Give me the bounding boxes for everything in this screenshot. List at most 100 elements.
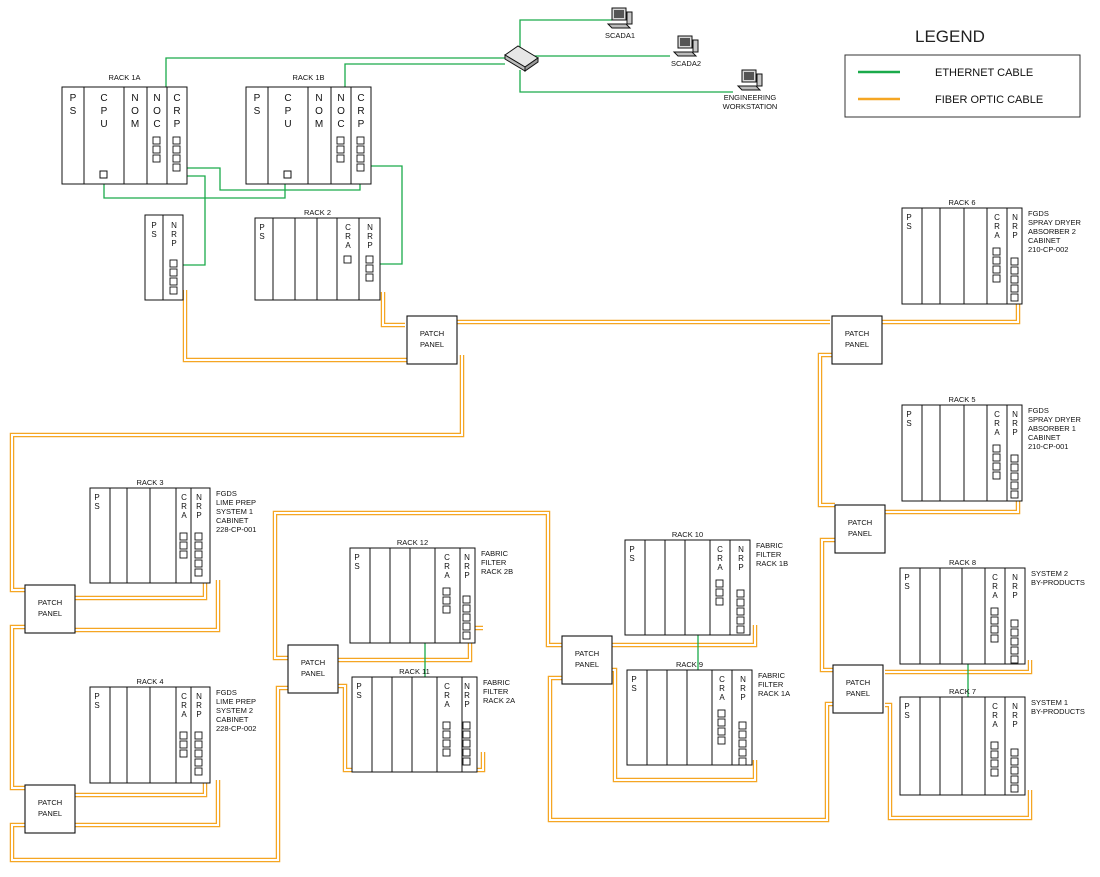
module-crp-letter: R (357, 106, 364, 117)
rack-caption: FGDS (216, 489, 237, 498)
rack-title: RACK 11 (399, 667, 430, 676)
cra-port (715, 597, 724, 606)
cra-port (990, 750, 999, 759)
module-cra-letter: C (717, 545, 723, 554)
nrp-port (1010, 646, 1019, 655)
module-ps: PS (151, 221, 156, 239)
rack-caption: FABRIC (756, 541, 784, 550)
module-ps: PS (904, 573, 909, 591)
rack-caption: LIME PREP (216, 498, 256, 507)
cra-port (992, 453, 1001, 462)
module-nrp-letter: P (1012, 231, 1017, 240)
rack-caption: RACK 1B (756, 559, 788, 568)
cra-port (990, 634, 999, 643)
module-cra: CRA (992, 573, 998, 600)
crp-port (172, 145, 181, 154)
module-ps-letter: S (904, 582, 909, 591)
rack-caption: 210-CP-002 (1028, 245, 1068, 254)
module-ps-letter: S (906, 419, 911, 428)
nrp-port (1010, 275, 1019, 284)
nrp-port (736, 625, 745, 634)
module-nrp-letter: R (464, 562, 470, 571)
rack-frame (624, 539, 751, 636)
module-cra-letter: C (719, 675, 725, 684)
module-nrp-letter: P (367, 241, 372, 250)
fiber-pp8-to-rack7-core (885, 704, 1031, 819)
module-cra-letter: C (181, 692, 187, 701)
module-nrp-letter: R (171, 230, 177, 239)
noc-port (152, 136, 161, 145)
cra-port (717, 736, 726, 745)
cra-port (992, 247, 1001, 256)
module-ps-letter: S (354, 562, 359, 571)
module-ps-letter: P (904, 573, 909, 582)
module-nrp-letter: P (1012, 591, 1017, 600)
rack-frame (144, 214, 184, 301)
nrp-port (462, 757, 471, 766)
cra-port (442, 587, 451, 596)
rack-title: RACK 9 (676, 660, 703, 669)
cra-port (992, 471, 1001, 480)
nrp-port (169, 286, 178, 295)
module-cra-letter: R (181, 502, 187, 511)
rack-caption: CABINET (1028, 236, 1061, 245)
module-nrp-letter: R (1012, 419, 1018, 428)
module-ps: PS (70, 93, 77, 117)
module-nrp: NRP (464, 553, 470, 580)
module-nrp: NRP (464, 682, 470, 709)
patch-panel-label: PATCH (38, 798, 62, 807)
module-cra-letter: R (444, 691, 450, 700)
module-cra: CRA (444, 553, 450, 580)
patch-panel-label: PATCH (848, 518, 872, 527)
fiber-pp8-to-rack8-core (885, 660, 1031, 673)
module-cra-letter: A (994, 231, 1000, 240)
rack-title: RACK 8 (949, 558, 976, 567)
module-ps-letter: P (70, 93, 77, 104)
module-cra-letter: R (994, 419, 1000, 428)
cra-port (179, 550, 188, 559)
module-cpu-letter: C (100, 93, 107, 104)
module-cra-letter: C (994, 213, 1000, 222)
nrp-port (738, 721, 747, 730)
nrp-port (365, 255, 374, 264)
rack-caption: FGDS (1028, 406, 1049, 415)
cra-port (179, 731, 188, 740)
module-cra-letter: R (717, 554, 723, 563)
nrp-port (169, 268, 178, 277)
cra-port (442, 748, 451, 757)
module-cra: CRA (992, 702, 998, 729)
module-nrp-letter: R (196, 502, 202, 511)
patch-panel-box (24, 584, 76, 634)
module-cra: CRA (717, 545, 723, 572)
module-cra: CRA (181, 692, 187, 719)
module-ps-letter: P (259, 223, 264, 232)
fiber-pp4-to-pp5-core (11, 687, 290, 861)
nrp-port (1010, 628, 1019, 637)
keyboard (606, 23, 632, 29)
module-noc-letter: N (153, 93, 160, 104)
crp-port (356, 163, 365, 172)
eth-rack1a-to-rack1b (180, 167, 361, 191)
cra-port (990, 768, 999, 777)
nrp-port (1010, 463, 1019, 472)
module-ps-letter: P (151, 221, 156, 230)
rack-caption: BY-PRODUCTS (1031, 707, 1085, 716)
module-nrp: NRP (738, 545, 744, 572)
nrp-port (462, 622, 471, 631)
module-ps: PS (904, 702, 909, 720)
nrp-port (1010, 293, 1019, 302)
module-nrp: NRP (171, 221, 177, 248)
module-ps-letter: P (94, 692, 99, 701)
module-noc-letter: C (153, 119, 160, 130)
cra-port (992, 444, 1001, 453)
module-noc: NOC (337, 93, 345, 130)
rack-caption: SPRAY DRYER (1028, 415, 1082, 424)
module-crp-letter: C (173, 93, 180, 104)
nrp-port (194, 758, 203, 767)
legend-title: LEGEND (915, 27, 985, 46)
